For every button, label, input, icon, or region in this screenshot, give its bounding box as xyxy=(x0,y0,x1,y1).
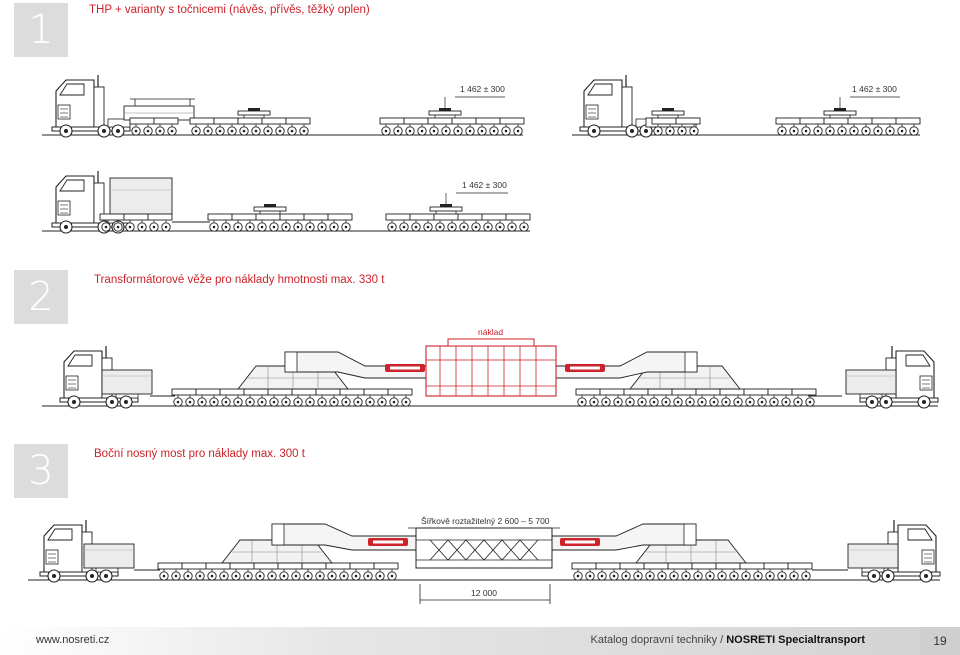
footer-brand: NOSRETI Specialtransport xyxy=(726,634,865,646)
width-range-label: Šířkově roztažitelný 2 600 – 5 700 xyxy=(421,516,550,526)
dimension-label-3: 1 462 ± 300 xyxy=(462,180,507,190)
section-title-1: THP + varianty s točnicemi (návěs, přívě… xyxy=(89,4,370,16)
vehicle-drawings xyxy=(28,74,941,604)
page-number: 19 xyxy=(920,627,960,655)
dimension-label-1: 1 462 ± 300 xyxy=(460,84,505,94)
section-title-2: Transformátorové věže pro náklady hmotno… xyxy=(94,274,385,286)
footer-catalog: Katalog dopravní techniky / NOSRETI Spec… xyxy=(590,634,865,646)
dimension-label-2: 1 462 ± 300 xyxy=(852,84,897,94)
length-label: 12 000 xyxy=(471,588,497,598)
section-number-1: 1 xyxy=(14,3,68,57)
section-number-3: 3 xyxy=(14,444,68,498)
footer-url[interactable]: www.nosreti.cz xyxy=(36,634,110,646)
footer-catalog-text: Katalog dopravní techniky / xyxy=(590,634,727,646)
cargo-label: náklad xyxy=(478,327,504,337)
footer-bar xyxy=(0,627,960,655)
section-number-2: 2 xyxy=(14,270,68,324)
section-title-3: Boční nosný most pro náklady max. 300 t xyxy=(94,448,305,460)
